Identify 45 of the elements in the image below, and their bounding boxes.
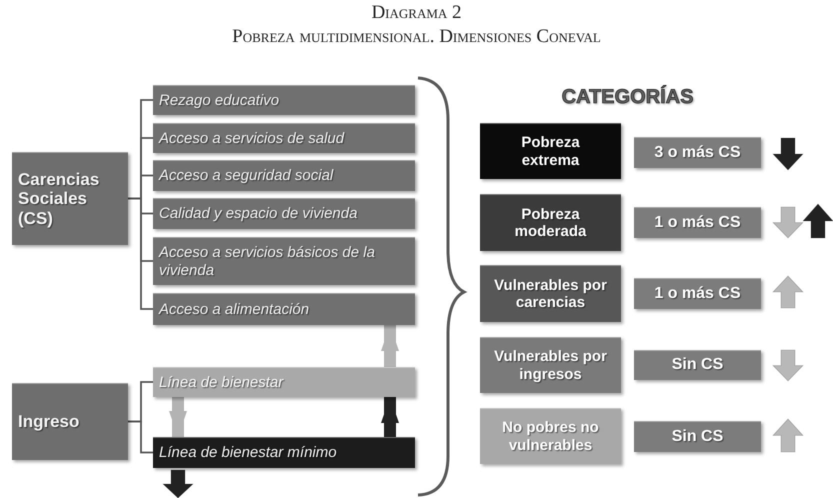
connector-line bbox=[128, 420, 153, 454]
node-text: Pobreza extrema bbox=[520, 134, 581, 169]
subcategory-box bbox=[153, 198, 415, 229]
node-text: Vulnerables por carencias bbox=[493, 276, 608, 312]
subcategory-box bbox=[153, 123, 415, 153]
node-text: Acceso a alimentación bbox=[159, 300, 310, 318]
criteria-box bbox=[634, 421, 761, 452]
threshold-box bbox=[153, 367, 415, 397]
category-box bbox=[480, 408, 621, 464]
node-text: No pobres no vulnerables bbox=[501, 419, 600, 454]
node-text: Calidad y espacio de vivienda bbox=[159, 205, 358, 223]
node-text: Línea de bienestar mínimo bbox=[159, 444, 337, 462]
node-text: 1 o más CS bbox=[654, 214, 741, 232]
category-box bbox=[480, 123, 621, 179]
threshold-box bbox=[153, 437, 415, 468]
node-text: Rezago educativo bbox=[159, 92, 280, 110]
node-text: Ingreso bbox=[18, 412, 80, 432]
node-text: Acceso a seguridad social bbox=[159, 167, 334, 185]
node-text: Sin CS bbox=[672, 356, 724, 375]
node-text: 3 o más CS bbox=[654, 144, 741, 162]
node-text: Acceso a servicios de salud bbox=[159, 130, 344, 148]
criteria-box bbox=[634, 350, 761, 380]
category-box bbox=[480, 265, 621, 322]
category-box bbox=[480, 337, 621, 393]
node-text: Sin CS bbox=[672, 428, 724, 446]
diagram-title: Diagrama 2 bbox=[370, 2, 463, 24]
block-arrow bbox=[169, 397, 187, 437]
criteria-box bbox=[634, 278, 761, 309]
subcategory-box bbox=[153, 160, 415, 191]
node-text: 1 o más CS bbox=[654, 284, 741, 304]
node-text: Pobreza moderada bbox=[514, 206, 588, 240]
main-category-box bbox=[12, 152, 128, 245]
node-text: Vulnerables por ingresos bbox=[493, 348, 608, 383]
diagram-subtitle: Pobreza multidimensional. Dimensiones Coneval bbox=[231, 26, 602, 48]
criteria-box bbox=[634, 137, 761, 168]
criteria-box bbox=[634, 207, 761, 238]
node-text: Carencias Sociales (CS) bbox=[18, 170, 100, 228]
node-text: Acceso a servicios básicos de la vivienda bbox=[159, 244, 376, 279]
subcategory-box bbox=[153, 237, 415, 285]
node-text: Línea de bienestar bbox=[159, 374, 284, 392]
category-box bbox=[480, 194, 621, 251]
main-category-box bbox=[12, 383, 128, 460]
subcategory-box bbox=[153, 85, 415, 115]
section-heading: CATEGORÍAS bbox=[560, 86, 694, 109]
subcategory-box bbox=[153, 293, 415, 325]
